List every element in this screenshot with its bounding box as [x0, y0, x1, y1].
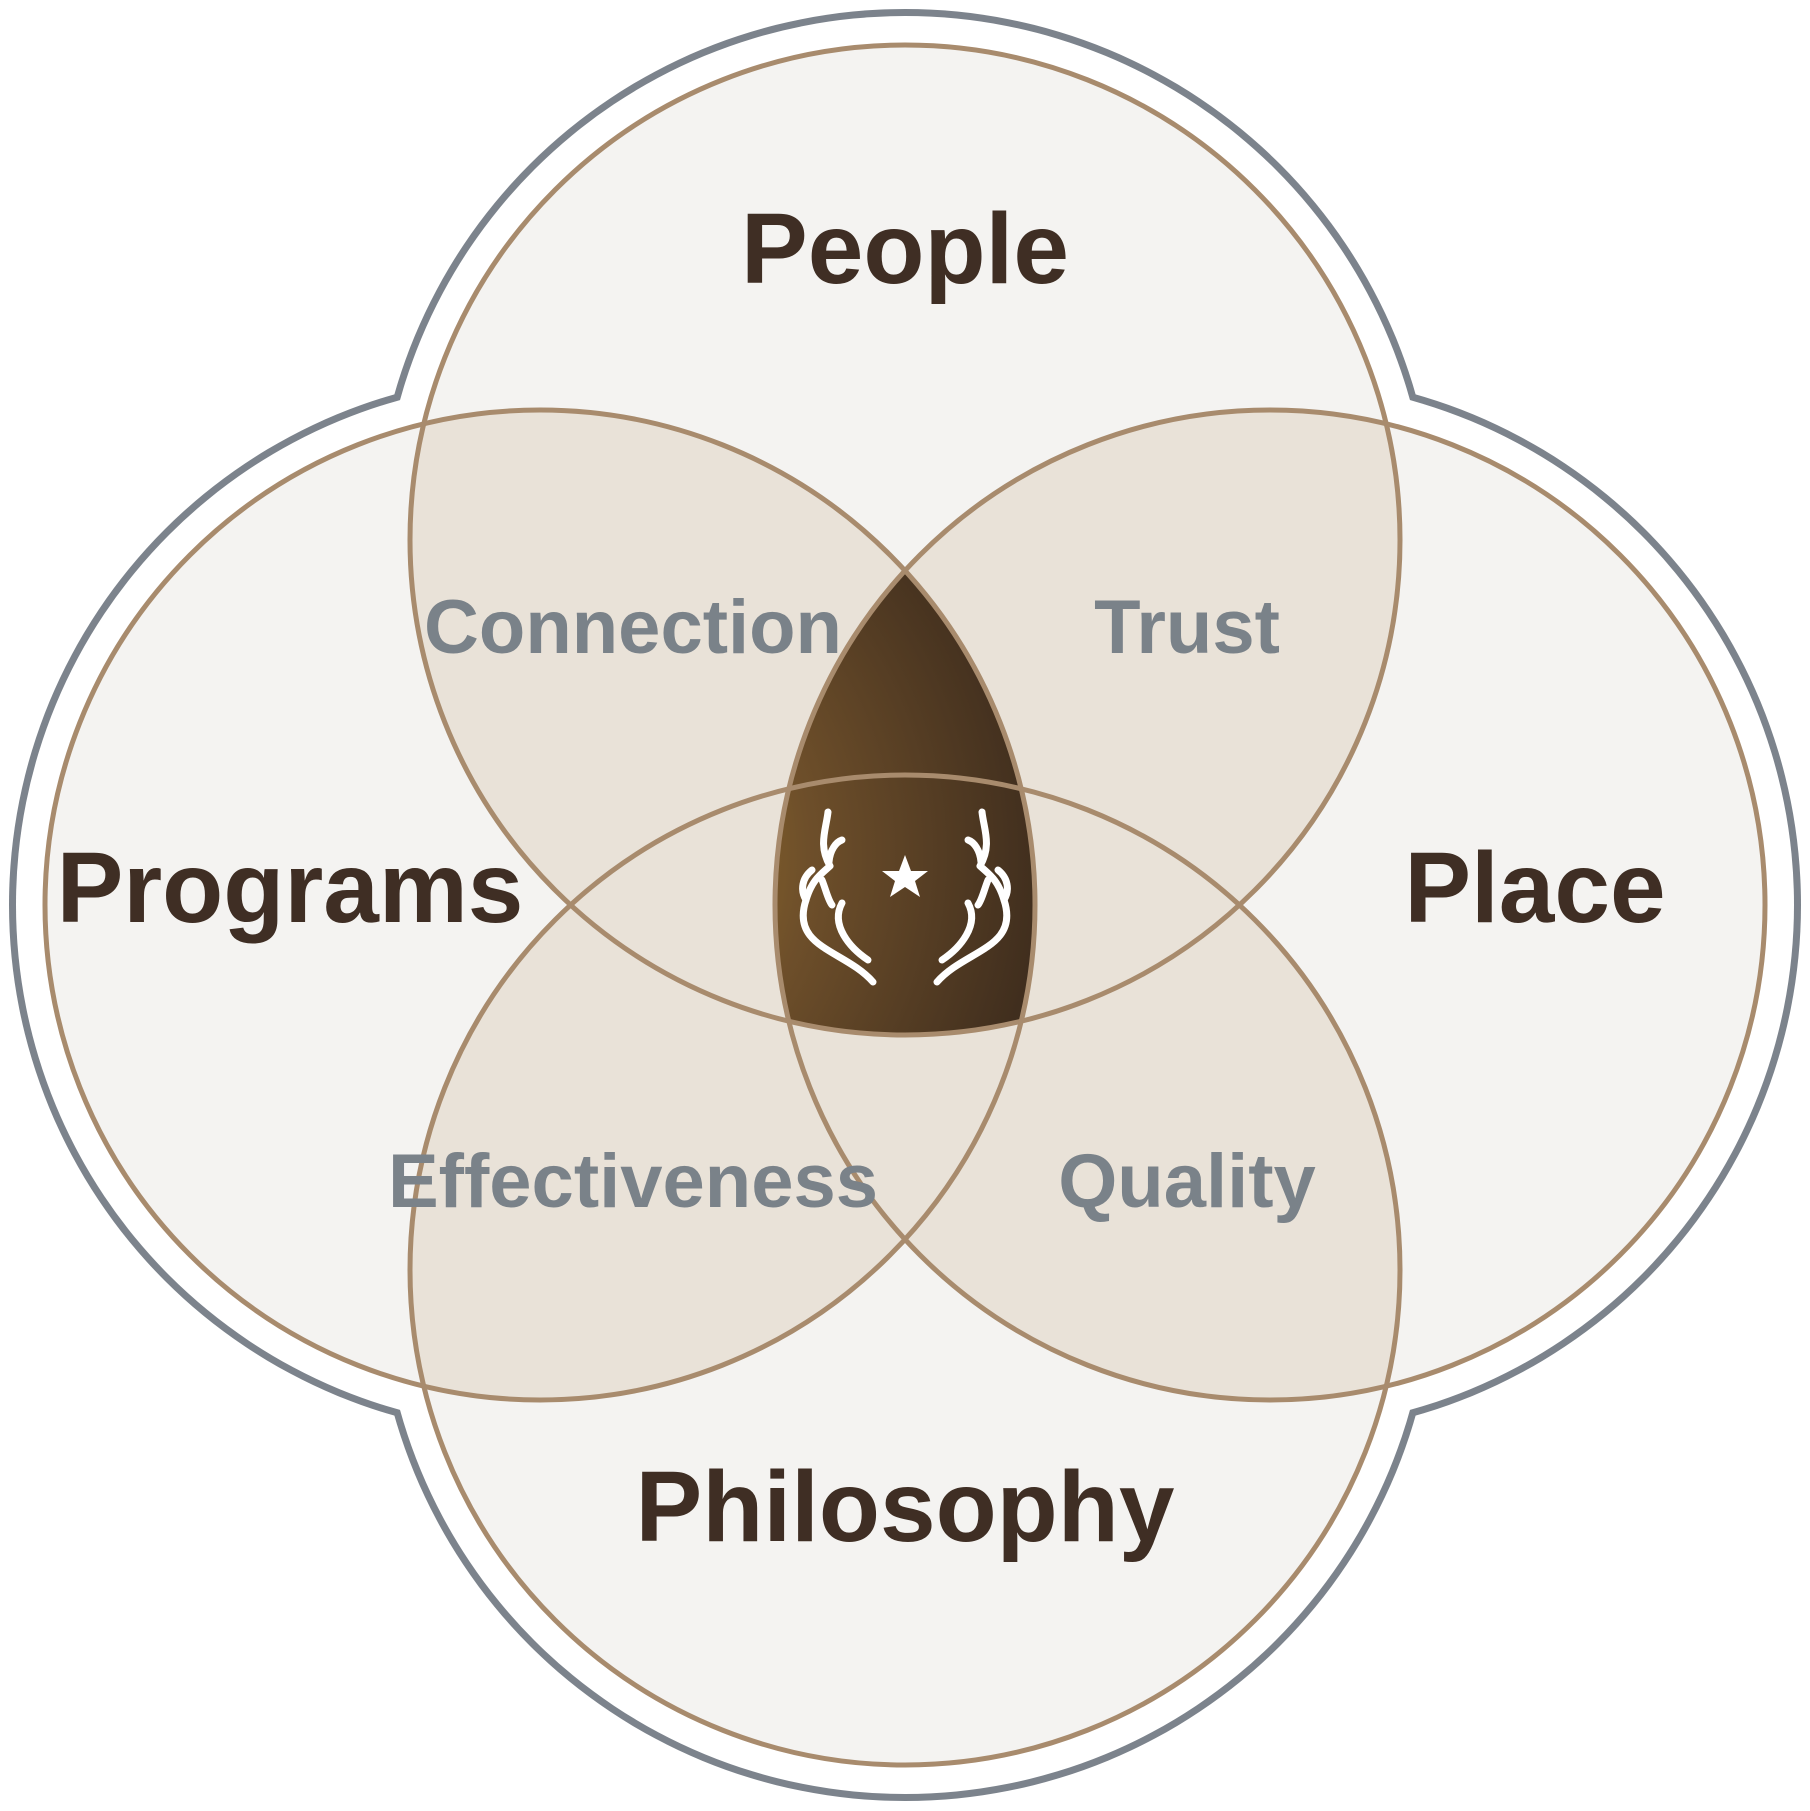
people-circle	[407, 42, 1403, 1038]
circle-outlines	[42, 42, 1768, 1768]
label-connection: Connection	[424, 585, 842, 670]
label-quality: Quality	[1058, 1139, 1316, 1224]
label-trust: Trust	[1094, 585, 1280, 670]
philosophy-circle	[407, 772, 1403, 1768]
star-icon	[882, 855, 928, 897]
label-people: People	[741, 193, 1069, 305]
antlers-star-emblem-icon	[799, 808, 1011, 986]
label-programs: Programs	[57, 832, 524, 944]
label-place: Place	[1404, 832, 1665, 944]
programs-circle	[42, 407, 1038, 1403]
place-circle	[772, 407, 1768, 1403]
label-effectiveness: Effectiveness	[388, 1139, 878, 1224]
label-philosophy: Philosophy	[636, 1451, 1175, 1563]
